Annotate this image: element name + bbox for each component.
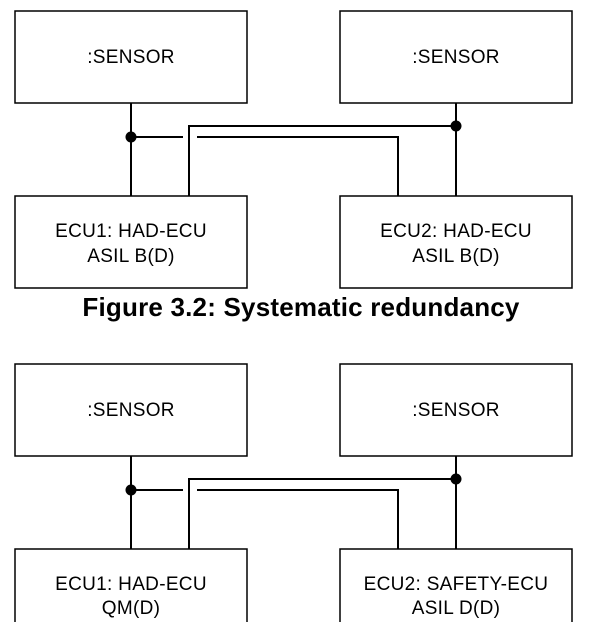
ecu-box-left (14, 548, 248, 622)
ecu-left-name: ECU1: HAD-ECU (55, 221, 207, 242)
wiring (125, 103, 462, 196)
junction-dot-left (125, 484, 137, 496)
sensor-right-label: :SENSOR (412, 400, 500, 421)
sensor-box-right (339, 363, 573, 457)
ecu-right-asil: ASIL B(D) (412, 246, 500, 267)
sensor-box-left (14, 363, 248, 457)
wiring (125, 456, 462, 549)
ecu-right-name: ECU2: HAD-ECU (380, 221, 532, 242)
ecu-right-asil: ASIL D(D) (412, 598, 501, 619)
figure-caption: Figure 3.2: Systematic redundancy (82, 292, 520, 322)
ecu-box-right (339, 195, 573, 289)
sensor-right-label: :SENSOR (412, 47, 500, 68)
ecu-left-name: ECU1: HAD-ECU (55, 574, 207, 595)
sensor-left-label: :SENSOR (87, 47, 175, 68)
ecu-box-left (14, 195, 248, 289)
diagram-2: :SENSOR :SENSOR ECU1: HAD-ECU QM(D) ECU2… (14, 363, 573, 622)
diagram-1: :SENSOR :SENSOR ECU1: HAD-ECU ASIL B(D) … (14, 10, 573, 289)
junction-dot-left (125, 131, 137, 143)
ecu-left-asil: QM(D) (102, 598, 160, 619)
sensor-box-right (339, 10, 573, 104)
sensor-box-left (14, 10, 248, 104)
sensor-left-label: :SENSOR (87, 400, 175, 421)
junction-dot-right (450, 120, 462, 132)
ecu-left-asil: ASIL B(D) (87, 246, 175, 267)
ecu-right-name: ECU2: SAFETY-ECU (364, 574, 549, 595)
junction-dot-right (450, 473, 462, 485)
